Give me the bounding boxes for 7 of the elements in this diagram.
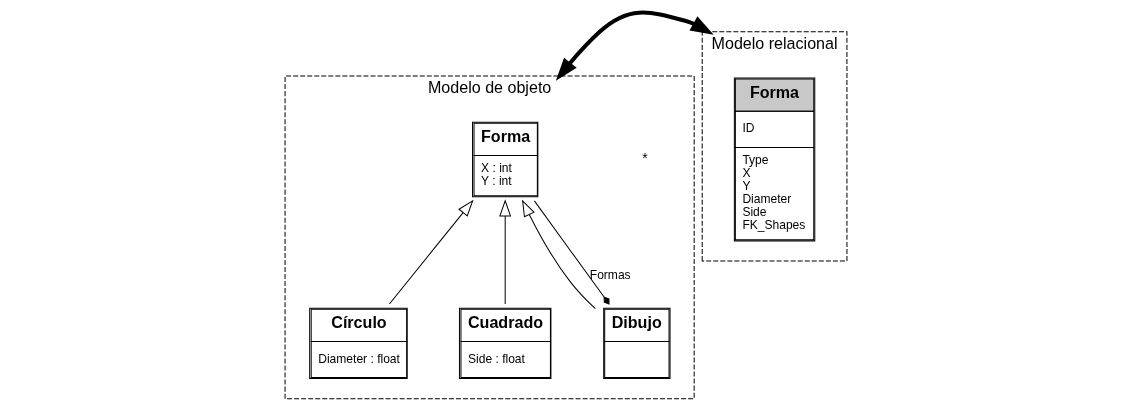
edge-label: Formas <box>589 267 631 282</box>
arrow <box>521 199 596 310</box>
arrow <box>388 199 474 305</box>
arrow <box>499 199 512 305</box>
arrow <box>555 10 714 81</box>
connector <box>533 200 610 305</box>
label: * <box>642 150 648 167</box>
